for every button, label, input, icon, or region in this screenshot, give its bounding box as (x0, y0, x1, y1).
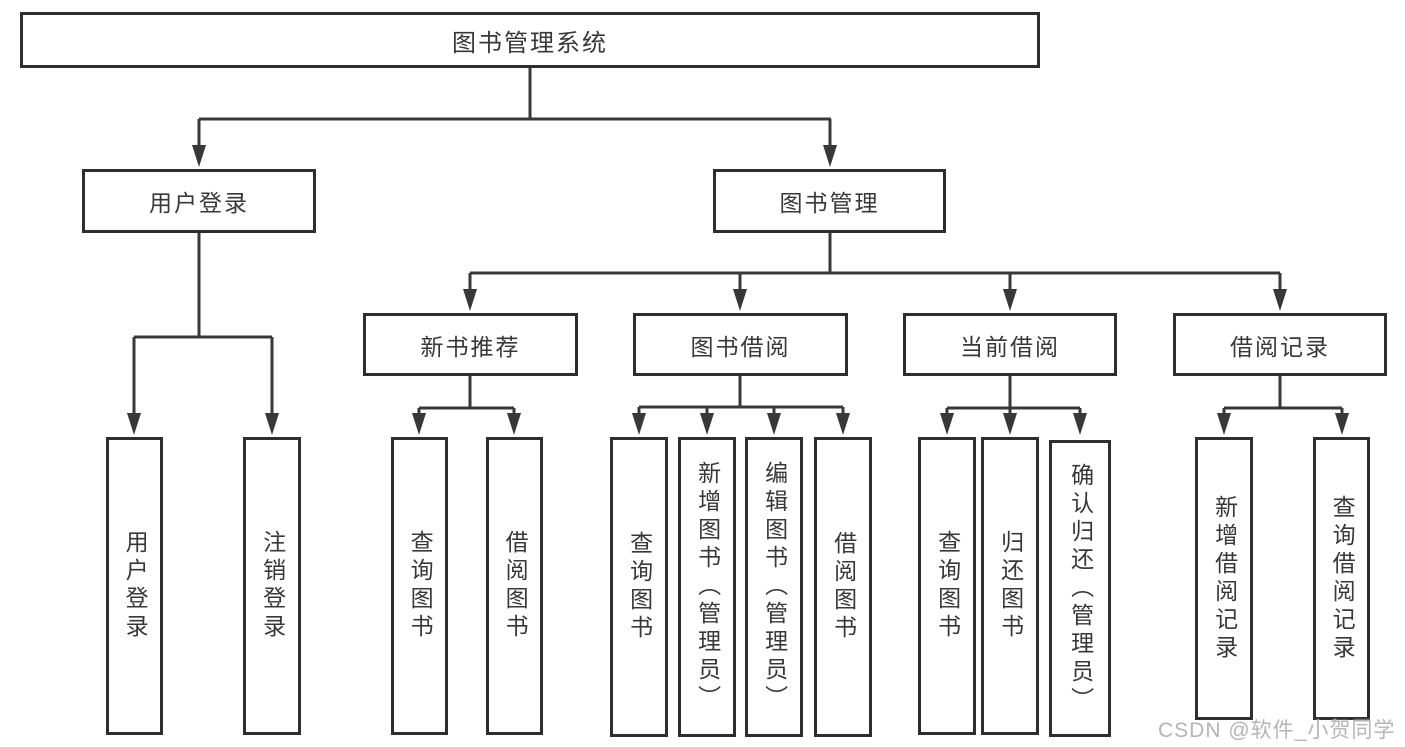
leaf-borrow-books-borrow: 借阅图书 (814, 437, 872, 737)
leaf-borrow-books-newbook-label: 借阅图书 (502, 530, 529, 642)
leaf-query-books-current: 查询图书 (918, 437, 976, 735)
node-book-management-label: 图书管理 (779, 190, 880, 216)
leaf-return-books-label: 归还图书 (997, 530, 1024, 642)
root-node-library-management-system: 图书管理系统 (20, 12, 1040, 68)
leaf-edit-books-admin-label: 编辑图书（管理员） (761, 461, 788, 713)
node-user-login: 用户登录 (82, 169, 316, 233)
node-new-book-recommend: 新书推荐 (363, 313, 578, 376)
node-book-borrow-label: 图书借阅 (690, 333, 791, 360)
node-new-book-recommend-label: 新书推荐 (420, 333, 521, 360)
node-book-management: 图书管理 (713, 169, 946, 233)
leaf-query-books-borrow-label: 查询图书 (626, 531, 653, 643)
leaf-add-borrow-record: 新增借阅记录 (1195, 437, 1253, 720)
node-borrow-record-label: 借阅记录 (1230, 333, 1330, 360)
leaf-logout-login: 注销登录 (243, 437, 301, 735)
leaf-add-books-admin-label: 新增图书（管理员） (694, 461, 721, 713)
csdn-watermark: CSDN @软件_小贺同学 (1158, 719, 1396, 742)
leaf-confirm-return-admin: 确认归还（管理员） (1049, 440, 1111, 737)
leaf-query-borrow-record: 查询借阅记录 (1313, 437, 1370, 720)
leaf-query-books-newbook-label: 查询图书 (407, 530, 434, 642)
leaf-user-login-label: 用户登录 (122, 530, 149, 642)
leaf-query-books-newbook: 查询图书 (391, 437, 448, 735)
root-node-label: 图书管理系统 (452, 29, 608, 57)
leaf-add-books-admin: 新增图书（管理员） (678, 437, 736, 737)
node-borrow-record: 借阅记录 (1173, 313, 1387, 376)
leaf-logout-login-label: 注销登录 (259, 530, 286, 642)
node-current-borrow: 当前借阅 (903, 313, 1117, 376)
node-user-login-label: 用户登录 (149, 190, 249, 216)
leaf-borrow-books-newbook: 借阅图书 (486, 437, 543, 735)
leaf-borrow-books-borrow-label: 借阅图书 (830, 531, 857, 643)
leaf-edit-books-admin: 编辑图书（管理员） (745, 437, 803, 737)
leaf-user-login: 用户登录 (106, 437, 163, 735)
leaf-return-books: 归还图书 (981, 437, 1039, 735)
leaf-add-borrow-record-label: 新增借阅记录 (1211, 494, 1238, 663)
node-current-borrow-label: 当前借阅 (960, 333, 1060, 360)
leaf-query-borrow-record-label: 查询借阅记录 (1329, 494, 1356, 663)
leaf-query-books-current-label: 查询图书 (934, 530, 961, 642)
leaf-confirm-return-admin-label: 确认归还（管理员） (1067, 462, 1094, 715)
leaf-query-books-borrow: 查询图书 (610, 437, 668, 737)
node-book-borrow: 图书借阅 (633, 313, 848, 376)
